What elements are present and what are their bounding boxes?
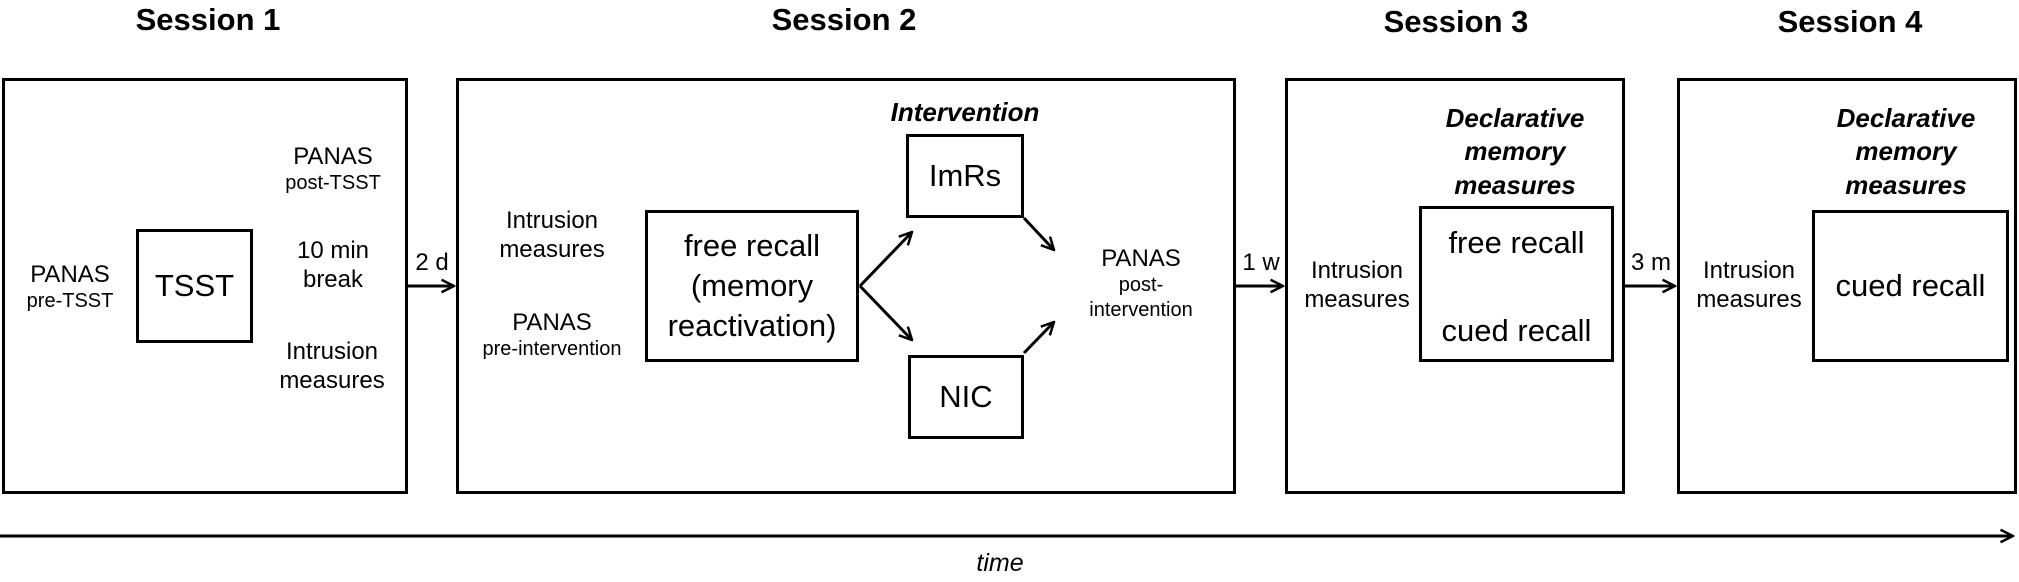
s3-declarative-header: Declarative memory measures xyxy=(1400,102,1630,202)
s2-panas-post-text: PANAS xyxy=(1101,245,1181,272)
s4-cued-recall-box: cued recall xyxy=(1812,210,2009,362)
s1-panas-post-text: PANAS xyxy=(293,143,373,170)
arrow-nic-to-panas xyxy=(1022,322,1054,355)
s1-break-label: 10 min break xyxy=(270,236,396,295)
session-4-title: Session 4 xyxy=(1777,4,1923,39)
s1-intrusion-label: Intrusion measures xyxy=(262,337,402,396)
session-3-title: Session 3 xyxy=(1383,4,1529,39)
nic-label: NIC xyxy=(939,379,993,414)
s3-intrusion-line1: Intrusion xyxy=(1310,257,1404,284)
arrow-recall-to-nic xyxy=(858,284,912,340)
timeline-label: time xyxy=(976,549,1024,577)
session-2-panel xyxy=(456,78,1236,494)
s2-panas-pre-label: PANAS pre-intervention xyxy=(470,308,634,362)
s2-intrusion-label: Intrusion measures xyxy=(482,206,622,265)
s4-cued-recall-label: cued recall xyxy=(1835,268,1986,303)
s2-panas-pre-text: PANAS xyxy=(512,309,592,336)
s2-intrusion-line1: Intrusion xyxy=(505,207,599,234)
s1-intrusion-line2: measures xyxy=(279,367,385,395)
s1-panas-post-sub: post-TSST xyxy=(285,172,381,195)
s4-header-line2: memory xyxy=(1855,136,1957,167)
s4-header-line3: measures xyxy=(1845,169,1967,200)
s2-panas-pre-sub: pre-intervention xyxy=(482,338,622,361)
s4-declarative-header: Declarative memory measures xyxy=(1806,102,2006,202)
s2-panas-post-label: PANAS post- intervention xyxy=(1076,244,1206,322)
s3-free-recall-label: free recall xyxy=(1448,225,1585,260)
s2-panas-post-sub2: intervention xyxy=(1089,298,1193,321)
s3-intrusion-line2: measures xyxy=(1304,286,1410,314)
s3-header-line1: Declarative xyxy=(1445,103,1585,133)
imrs-label: ImRs xyxy=(928,158,1002,193)
tsst-label: TSST xyxy=(154,268,235,303)
s3-cued-recall-label: cued recall xyxy=(1441,313,1592,348)
s1-panas-pre-text: PANAS xyxy=(30,261,110,288)
session-4-panel xyxy=(1677,78,2017,494)
nic-box: NIC xyxy=(908,355,1024,439)
s4-intrusion-label: Intrusion measures xyxy=(1684,256,1814,315)
session-1-title: Session 1 xyxy=(135,2,281,37)
s4-intrusion-line2: measures xyxy=(1696,286,1802,314)
session-3-panel xyxy=(1285,78,1625,494)
session-2-title: Session 2 xyxy=(771,2,917,37)
interval-s2-s3: 1 w xyxy=(1242,249,1280,276)
s3-header-line2: memory xyxy=(1464,136,1566,167)
s3-recall-box: free recall cued recall xyxy=(1419,206,1614,362)
intervention-header: Intervention xyxy=(890,97,1040,127)
free-recall-line3: reactivation) xyxy=(667,308,837,344)
s1-break-line1: 10 min xyxy=(296,237,370,264)
free-recall-line2: (memory xyxy=(690,267,814,303)
imrs-box: ImRs xyxy=(906,134,1024,218)
s1-panas-post-label: PANAS post-TSST xyxy=(270,142,396,196)
s3-header-line3: measures xyxy=(1454,169,1576,200)
s4-intrusion-line1: Intrusion xyxy=(1702,257,1796,284)
session-1-panel xyxy=(2,78,408,494)
arrow-recall-to-imrs xyxy=(858,232,912,288)
s2-panas-post-sub1: post- xyxy=(1118,274,1164,297)
arrow-imrs-to-panas xyxy=(1022,216,1054,250)
tsst-box: TSST xyxy=(136,229,253,343)
free-recall-reactivation-box: free recall (memory reactivation) xyxy=(645,210,859,362)
interval-s3-s4: 3 m xyxy=(1630,249,1671,276)
s1-panas-pre-sub: pre-TSST xyxy=(26,290,114,313)
s3-intrusion-label: Intrusion measures xyxy=(1292,256,1422,315)
s1-break-line2: break xyxy=(302,266,364,294)
s2-intrusion-line2: measures xyxy=(499,236,605,264)
s4-header-line1: Declarative xyxy=(1836,103,1976,133)
s1-intrusion-line1: Intrusion xyxy=(285,338,379,365)
interval-s1-s2: 2 d xyxy=(415,249,449,276)
s1-panas-pre-label: PANAS pre-TSST xyxy=(10,260,130,314)
free-recall-line1: free recall xyxy=(683,227,821,263)
